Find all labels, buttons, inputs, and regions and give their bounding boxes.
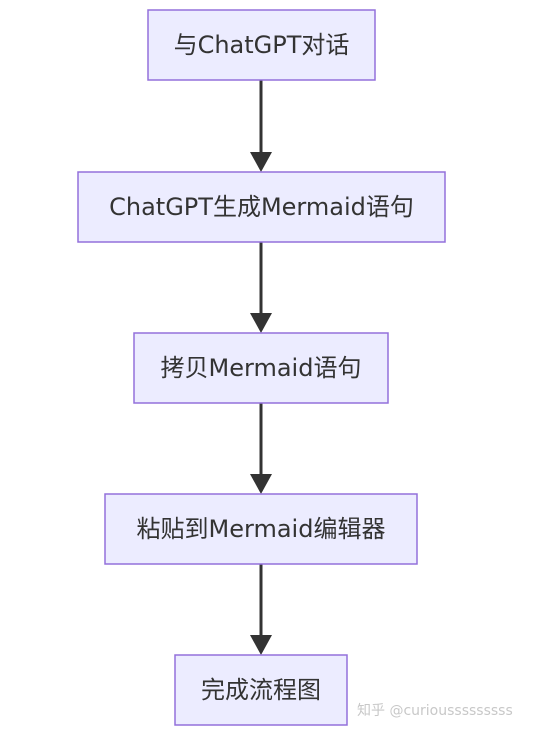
arrowhead-icon xyxy=(250,152,272,172)
flow-node-label: 完成流程图 xyxy=(201,676,321,704)
flow-node-box xyxy=(147,9,376,81)
flow-arrow-4 xyxy=(250,564,272,655)
flow-node-1: 与ChatGPT对话 xyxy=(147,9,376,81)
arrowhead-icon xyxy=(250,474,272,494)
flow-node-label: 粘贴到Mermaid编辑器 xyxy=(137,515,386,543)
flowchart-edges xyxy=(250,80,272,655)
flow-arrow-3 xyxy=(250,403,272,494)
arrowhead-icon xyxy=(250,313,272,333)
flow-arrow-1 xyxy=(250,80,272,172)
flow-node-label: ChatGPT生成Mermaid语句 xyxy=(109,193,414,221)
flow-node-box xyxy=(77,171,446,243)
flow-node-3: 拷贝Mermaid语句 xyxy=(133,332,389,404)
flow-node-2: ChatGPT生成Mermaid语句 xyxy=(77,171,446,243)
flow-node-4: 粘贴到Mermaid编辑器 xyxy=(104,493,418,565)
flow-node-box xyxy=(174,654,348,726)
flow-arrow-2 xyxy=(250,242,272,333)
flow-node-box xyxy=(133,332,389,404)
flow-node-box xyxy=(104,493,418,565)
arrowhead-icon xyxy=(250,635,272,655)
flow-node-5: 完成流程图 xyxy=(174,654,348,726)
flow-node-label: 拷贝Mermaid语句 xyxy=(161,354,362,382)
watermark: 知乎 @curiousssssssss xyxy=(357,703,513,719)
flowchart-nodes: 与ChatGPT对话 ChatGPT生成Mermaid语句拷贝Mermaid语句粘… xyxy=(77,9,446,726)
flow-node-label: 与ChatGPT对话 xyxy=(174,31,350,59)
